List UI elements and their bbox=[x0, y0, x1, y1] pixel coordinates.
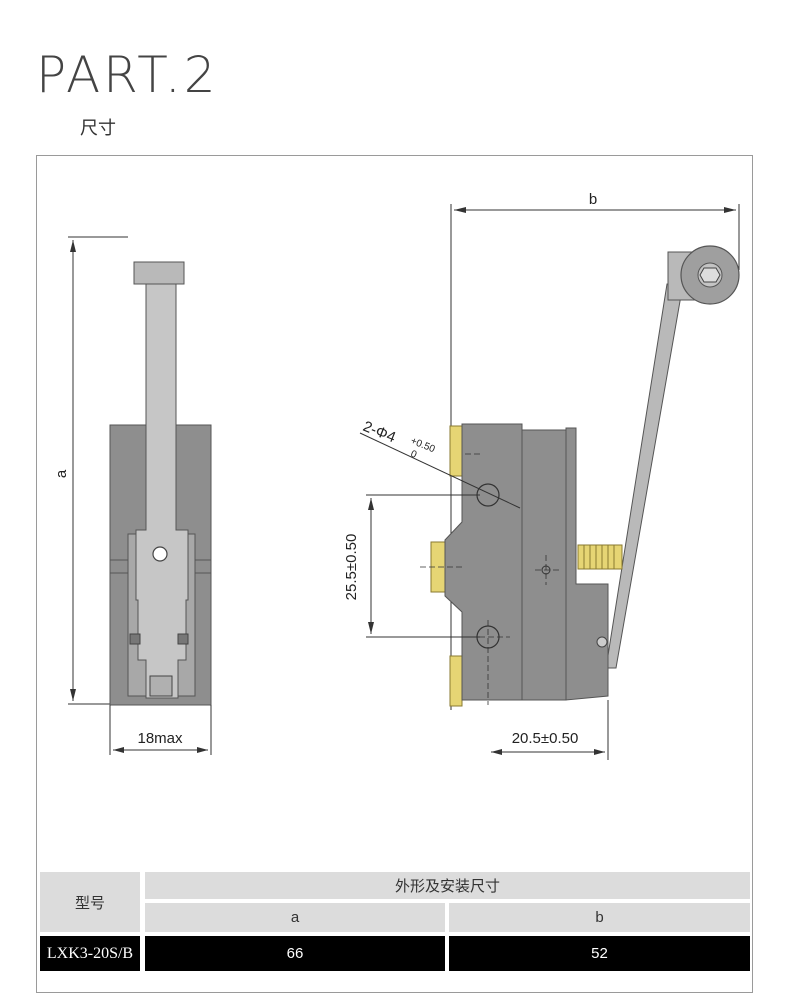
table-cell-model: LXK3-20S/B bbox=[40, 936, 140, 971]
tol-lower-label: 0 bbox=[409, 449, 419, 461]
page-subtitle: 尺寸 bbox=[80, 118, 116, 138]
table-header-dims: 外形及安装尺寸 bbox=[145, 872, 750, 899]
dimension-drawing: a 18max b bbox=[53, 191, 740, 760]
dim-offset-label: 20.5±0.50 bbox=[512, 730, 579, 747]
page-title: PART.2 bbox=[36, 46, 219, 104]
table-header-a: a bbox=[145, 903, 445, 932]
dim-width-label: 18max bbox=[137, 730, 183, 747]
side-view: b bbox=[343, 191, 740, 760]
front-view: a 18max bbox=[53, 236, 212, 755]
dim-b-label: b bbox=[589, 191, 597, 208]
table-header-b: b bbox=[449, 903, 750, 932]
table-header-model: 型号 bbox=[40, 872, 140, 932]
dimension-table: 型号 外形及安装尺寸 a b LXK3-20S/B 66 52 bbox=[40, 870, 752, 973]
dim-spacing-label: 25.5±0.50 bbox=[343, 534, 360, 601]
table-cell-b: 52 bbox=[449, 936, 750, 971]
dim-a-label: a bbox=[53, 469, 70, 478]
table-cell-a: 66 bbox=[145, 936, 445, 971]
